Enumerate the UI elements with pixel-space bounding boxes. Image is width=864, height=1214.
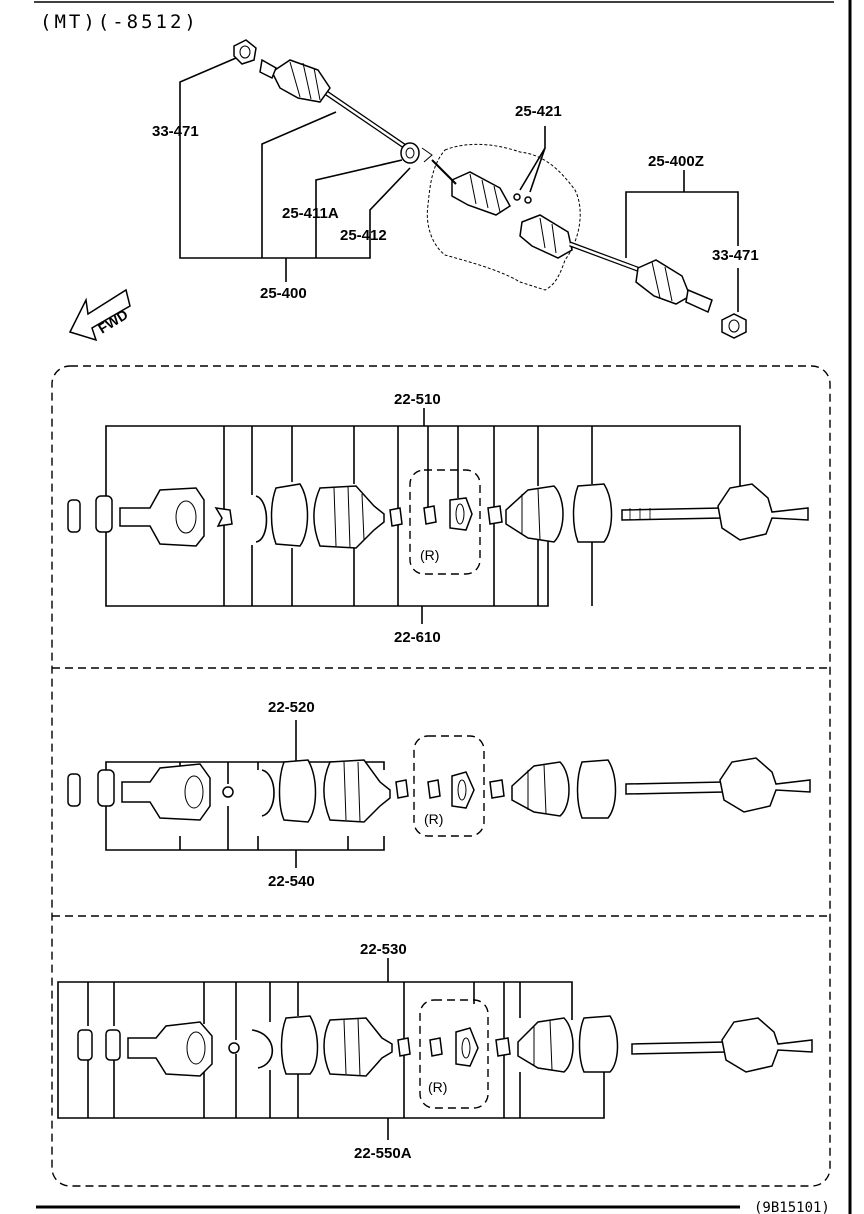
- label-22-610: 22-610: [394, 629, 441, 646]
- inner-boot-band-3: [578, 1015, 619, 1073]
- boot-band-large: [270, 483, 309, 547]
- right-locknut: [721, 313, 747, 339]
- left-locknut: [233, 39, 257, 65]
- drive-shaft-bar-2: [625, 781, 725, 795]
- label-22-530: 22-530: [360, 941, 407, 958]
- left-bearing: [400, 142, 420, 164]
- label-33-471-right: 33-471: [712, 247, 759, 264]
- outer-joint: [119, 487, 205, 547]
- kit-panels-dashed-frame: [51, 365, 831, 1187]
- panel-3: (R) 22-530 22-550A: [57, 941, 813, 1162]
- inner-boot-2: [511, 761, 570, 817]
- drive-shaft-bar: [621, 507, 723, 521]
- label-33-471-left: 33-471: [152, 123, 199, 140]
- grease-tube-small-2: [67, 773, 81, 807]
- label-25-411a: 25-411A: [282, 205, 339, 222]
- inner-boot-band: [572, 483, 613, 543]
- boot-band-large-2: [278, 759, 317, 823]
- label-25-412: 25-412: [340, 227, 387, 244]
- snap-clip: [214, 507, 233, 527]
- label-22-510: 22-510: [394, 391, 441, 408]
- left-inner-joint: [451, 171, 511, 216]
- r-dashed-box-2: [413, 735, 485, 837]
- panel-1: (R) 22-510 22-610: [67, 391, 809, 646]
- snap-clip-2: [222, 786, 234, 798]
- outer-boot-3: [323, 1017, 393, 1077]
- shaft-end-joint-2: [719, 757, 811, 813]
- left-clip: [421, 147, 433, 163]
- inner-boot-3: [517, 1017, 574, 1073]
- label-22-520: 22-520: [268, 699, 315, 716]
- tripod-joint-2: [451, 771, 475, 809]
- label-22-550a: 22-550A: [354, 1145, 412, 1162]
- r-mark-2: (R): [424, 811, 443, 827]
- boot-band-small-3b: [429, 1037, 443, 1057]
- grease-tube-large-2: [97, 769, 115, 807]
- inner-boot: [505, 485, 564, 543]
- top-assembly: 33-471 25-421 25-400Z 25-411A 25-412 33-…: [68, 39, 759, 342]
- boot-band-ring: [255, 495, 268, 543]
- panel-2: (R) 22-520 22-540: [67, 699, 811, 890]
- boot-band-ring-2: [261, 769, 275, 817]
- outer-boot-2: [323, 759, 391, 823]
- boot-band-small-3c: [495, 1037, 511, 1057]
- tripod-joint: [449, 497, 473, 531]
- left-outer-joint-boot: [271, 59, 331, 103]
- boot-band-small-3: [487, 505, 503, 525]
- boot-band-small-2a: [395, 779, 409, 799]
- boot-band-small-3a: [397, 1037, 411, 1057]
- outer-joint-3: [127, 1021, 213, 1077]
- shaft-end-joint: [717, 483, 809, 541]
- snap-clip-3: [228, 1042, 240, 1054]
- grease-tube-small-3: [77, 1029, 93, 1061]
- r-mark-3: (R): [428, 1079, 447, 1095]
- right-stub-spline: [685, 288, 713, 314]
- boot-band-small-2c: [489, 779, 505, 799]
- label-25-400: 25-400: [260, 285, 307, 302]
- right-outer-joint-boot: [635, 259, 691, 305]
- drive-shaft-bar-3: [631, 1041, 727, 1055]
- label-25-400z: 25-400Z: [648, 153, 704, 170]
- grease-tube-large-3: [105, 1029, 121, 1061]
- tripod-joint-3: [455, 1027, 479, 1067]
- label-25-421: 25-421: [515, 103, 562, 120]
- right-inner-joint: [519, 214, 573, 259]
- r-dashed-box-1: [409, 469, 481, 575]
- footer-code: (9B15101): [754, 1200, 830, 1214]
- boot-band-small-2: [423, 505, 437, 525]
- left-stub-spline: [259, 58, 277, 80]
- fwd-arrow-icon: FWD: [68, 288, 131, 342]
- clip-25-421-a: [513, 193, 521, 201]
- header-title: (MT)(-8512): [40, 11, 199, 33]
- r-mark-1: (R): [420, 547, 439, 563]
- inner-boot-band-2: [576, 759, 617, 819]
- grease-tube-large: [95, 495, 113, 533]
- grease-tube-small: [67, 499, 81, 533]
- clip-25-421-b: [524, 196, 532, 204]
- r-dashed-box-3: [419, 999, 489, 1109]
- outer-joint-2: [121, 763, 211, 821]
- label-22-540: 22-540: [268, 873, 315, 890]
- shaft-end-joint-3: [721, 1017, 813, 1073]
- boot-band-small-2b: [427, 779, 441, 799]
- transaxle-outline: [426, 143, 581, 291]
- boot-band-small-1: [389, 507, 403, 527]
- boot-band-large-3: [280, 1015, 319, 1075]
- boot-band-ring-3: [251, 1029, 274, 1069]
